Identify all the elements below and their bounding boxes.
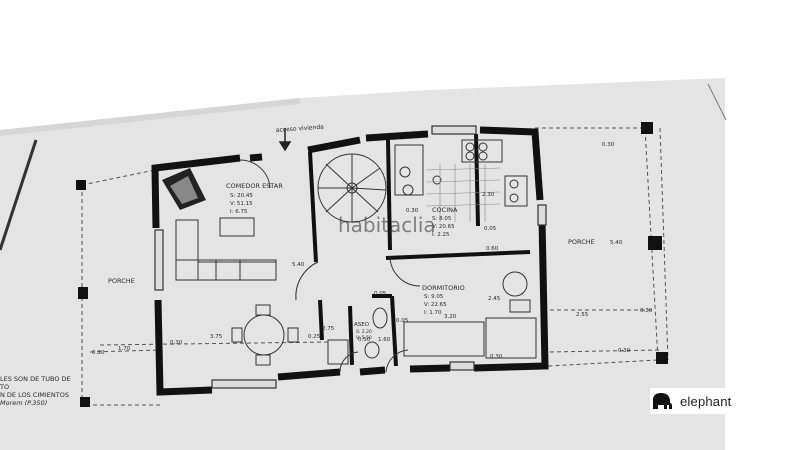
construction-notes: LES SON DE TUBO DE TO N DE LOS CIMIENTOS…: [0, 375, 71, 407]
watermark: habitaclia: [338, 213, 436, 237]
dimension-label: 5.40: [292, 262, 305, 268]
dimension-label: 2.55: [576, 312, 589, 318]
room-s-comedor: S: 20.45: [230, 193, 253, 199]
bedroom-fixtures: [403, 271, 537, 359]
room-s-cocina: S: 8.05: [432, 216, 452, 222]
room-i-comedor: I: 6.75: [230, 209, 248, 215]
sofa-l-shape: [175, 219, 277, 281]
room-v-aseo: V: 5.50: [356, 335, 372, 341]
room-name-porche-left: PORCHE: [108, 277, 135, 285]
fireplace: [162, 168, 206, 210]
spiral-staircase: [317, 153, 387, 223]
paper-shadow-top: [0, 98, 300, 136]
dining-table: [231, 304, 299, 366]
bathroom-fixtures: [327, 307, 388, 365]
note-line: N DE LOS CIMIENTOS: [0, 391, 69, 399]
room-i-cocina: I: 2.25: [432, 232, 450, 238]
elephant-icon: [653, 393, 672, 409]
dimension-label: 0.05: [396, 318, 409, 324]
dimension-label: 0.30: [640, 308, 653, 314]
room-name-cocina: COCINA: [432, 206, 458, 214]
note-line: Morem (P.350): [0, 399, 47, 407]
room-name-comedor: COMEDOR ESTAR: [226, 182, 283, 190]
note-line: TO: [0, 383, 9, 391]
kitchen-fixtures: [394, 139, 528, 207]
dimension-labels: 0.30 1.70 0.30 3.75 0.25 5.40 0.05 2.75 …: [92, 142, 653, 360]
windows: [154, 125, 547, 389]
access-arrow: [278, 128, 292, 152]
room-name-aseo: ASEO: [354, 322, 370, 328]
dimension-label: 3.20: [444, 314, 457, 320]
kitchen-tiles: [425, 164, 501, 222]
dimension-label: 2.45: [488, 296, 501, 302]
room-v-comedor: V: 51.15: [230, 201, 253, 207]
brand-logo: elephant: [650, 388, 738, 414]
room-i-dormitorio: I: 1.70: [424, 310, 442, 316]
dimension-label: 0.30: [490, 354, 503, 360]
dimension-label: 0.30: [406, 208, 419, 214]
room-name-dormitorio: DORMITORIO: [422, 284, 465, 292]
coffee-table: [219, 217, 255, 237]
dimension-label: 0.60: [486, 246, 499, 252]
dimension-label: 0.50: [358, 337, 371, 343]
interior-walls: [308, 133, 531, 367]
dimension-label: 5.40: [610, 240, 623, 246]
access-label: acceso vivienda: [276, 124, 325, 134]
room-s-dormitorio: S: 9.05: [424, 294, 444, 300]
paper-sheet: [0, 78, 725, 450]
dimension-label: 0.05: [374, 291, 387, 297]
room-v-cocina: V: 20.65: [432, 224, 455, 230]
logo-text: elephant: [680, 393, 732, 409]
paper-fold-diagonal: [0, 139, 38, 251]
dimension-label: 3.75: [210, 334, 223, 340]
dimension-label: 0.30: [618, 348, 631, 354]
dimension-label: 0.30: [602, 142, 615, 148]
dimension-label: 2.30: [482, 192, 495, 198]
room-v-dormitorio: V: 22.65: [424, 302, 447, 308]
exterior-walls: [151, 126, 549, 396]
room-s-aseo: S: 2.20: [356, 329, 372, 335]
dimension-label: 0.05: [484, 226, 497, 232]
porch-posts: [76, 122, 668, 407]
dimension-label: 2.75: [322, 326, 335, 332]
dimension-label: 1.60: [378, 337, 391, 343]
note-line: LES SON DE TUBO DE: [0, 375, 71, 383]
room-name-porche-right: PORCHE: [568, 238, 595, 246]
dimension-label: 0.30: [92, 350, 105, 356]
door-swings: [239, 159, 421, 373]
dimension-label: 1.70: [118, 346, 131, 352]
paper-corner-crease: [707, 83, 727, 121]
dimension-label: 0.25: [308, 334, 321, 340]
dimension-label: 0.30: [170, 340, 183, 346]
